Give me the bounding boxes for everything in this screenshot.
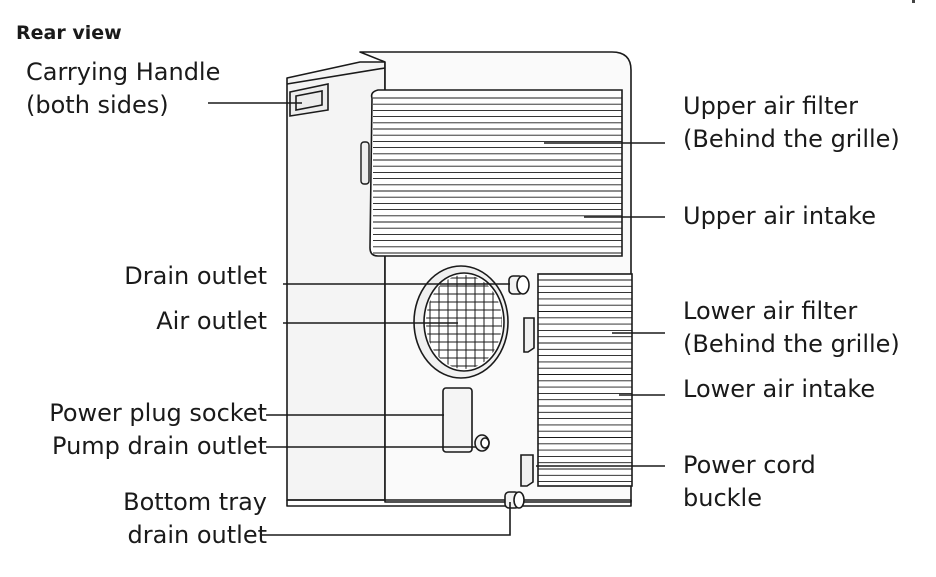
power-plug-socket: [442, 387, 473, 453]
carrying-handle: [289, 83, 329, 117]
label-power-plug-socket: Power plug socket: [49, 399, 267, 427]
drain-outlet-cap: [508, 275, 530, 295]
lower-grille: [537, 273, 633, 487]
base: [286, 500, 632, 507]
label-lower-air-filter: Lower air filter (Behind the grille): [683, 297, 900, 358]
bottom-tray-drain-cap: [504, 491, 525, 509]
upper-grille-latch: [360, 141, 370, 185]
label-air-outlet: Air outlet: [156, 307, 267, 335]
label-bottom-tray-drain-outlet: Bottom tray drain outlet: [123, 488, 267, 549]
pump-drain-cap: [474, 434, 490, 452]
cord-buckles: [520, 317, 535, 487]
label-power-cord-buckle: Power cord buckle: [683, 451, 816, 512]
diagram-title: Rear view: [16, 22, 122, 44]
air-outlet-ring: [413, 265, 509, 379]
label-pump-drain-outlet: Pump drain outlet: [52, 432, 267, 460]
upper-grille: [369, 89, 623, 257]
label-drain-outlet: Drain outlet: [124, 262, 267, 290]
label-upper-air-intake: Upper air intake: [683, 202, 876, 230]
label-lower-air-intake: Lower air intake: [683, 375, 876, 403]
corner-mark: [912, 0, 915, 3]
leader-lines: [208, 102, 665, 536]
label-upper-air-filter: Upper air filter (Behind the grille): [683, 92, 900, 153]
left-body-panel: [286, 61, 386, 501]
label-carrying-handle: Carrying Handle (both sides): [26, 58, 221, 119]
